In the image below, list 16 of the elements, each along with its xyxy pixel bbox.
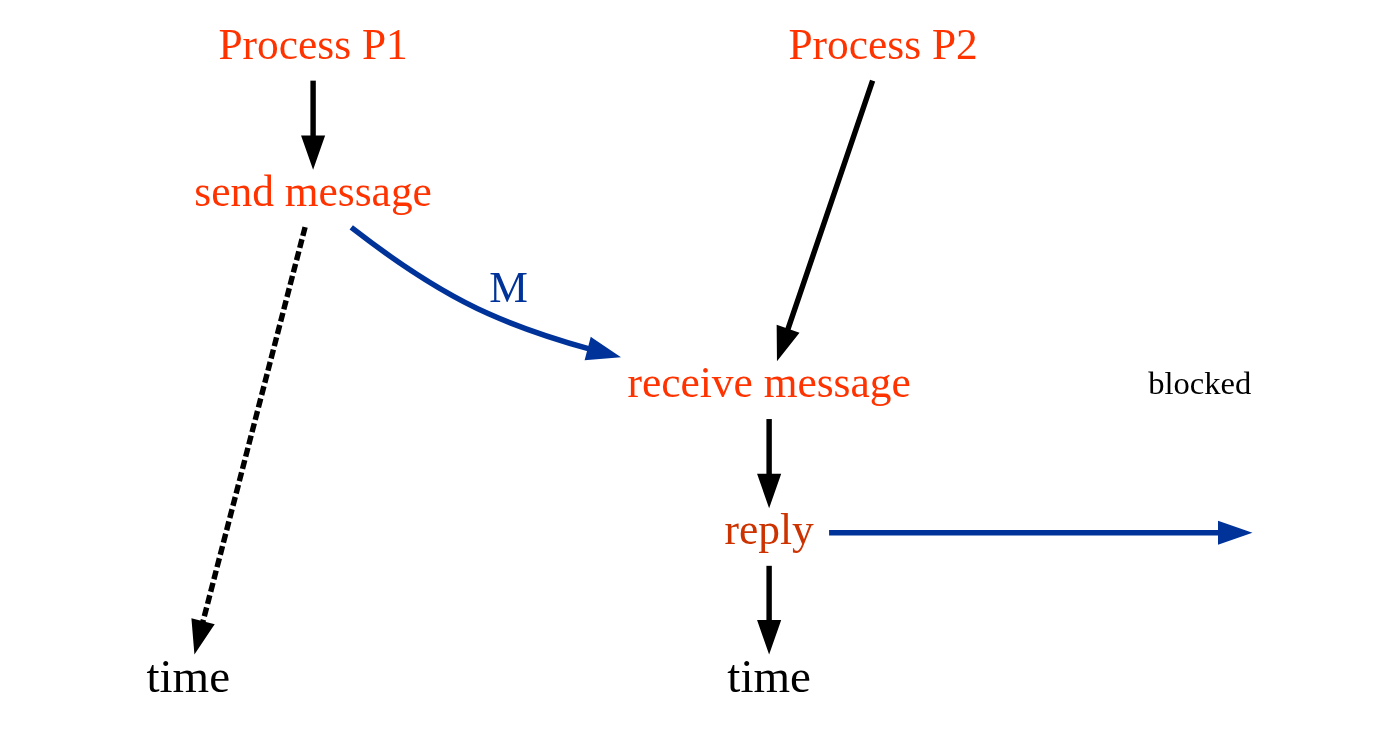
arrow xyxy=(757,419,782,509)
node-text: send message xyxy=(194,166,432,215)
arrow xyxy=(829,520,1253,545)
node-text: time xyxy=(146,649,231,702)
arrow xyxy=(191,226,308,655)
node-text: Process P2 xyxy=(788,20,978,69)
arrow xyxy=(349,225,621,361)
label: blocked xyxy=(1148,365,1252,402)
node-text: Process P1 xyxy=(218,20,408,69)
arrow xyxy=(301,80,326,170)
arrow xyxy=(757,565,782,655)
edge-label: M xyxy=(489,262,528,311)
node-text: time xyxy=(727,649,811,702)
arrow xyxy=(776,79,876,362)
node-text: receive message xyxy=(627,358,911,407)
node-text: reply xyxy=(724,505,814,554)
